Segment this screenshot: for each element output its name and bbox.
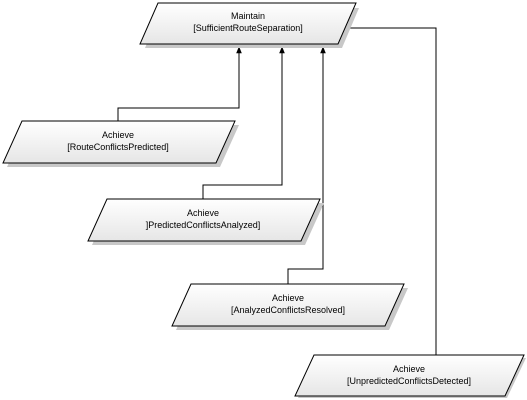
goal-unpredicted-conflicts-detected-name: [UnpredictedConflictsDetected] [347, 376, 471, 386]
goal-route-conflicts-predicted-shape [2, 120, 236, 164]
goal-analyzed-conflicts-resolved-shape [171, 283, 405, 327]
goal-route-conflicts-predicted-name: [RouteConflictsPredicted] [67, 142, 169, 152]
link-route-conflicts-predicted [117, 46, 242, 121]
goal-unpredicted-conflicts-detected[interactable]: Achieve [UnpredictedConflictsDetected] [294, 354, 526, 398]
goal-predicted-conflicts-analyzed-keyword: Achieve [187, 208, 219, 218]
goal-root-name: [SufficientRouteSeparation] [193, 23, 302, 33]
goal-analyzed-conflicts-resolved-keyword: Achieve [272, 293, 304, 303]
link-predicted-conflicts-analyzed [202, 46, 285, 199]
goal-predicted-conflicts-analyzed-shape [87, 198, 321, 242]
goal-analyzed-conflicts-resolved-name: [AnalyzedConflictsResolved] [231, 305, 345, 315]
goal-route-conflicts-predicted[interactable]: Achieve [RouteConflictsPredicted] [2, 120, 239, 167]
goal-unpredicted-conflicts-detected-shape [294, 354, 525, 397]
goal-unpredicted-conflicts-detected-keyword: Achieve [393, 364, 425, 374]
goal-root[interactable]: Maintain [SufficientRouteSeparation] [139, 2, 359, 48]
goal-analyzed-conflicts-resolved[interactable]: Achieve [AnalyzedConflictsResolved] [171, 283, 408, 330]
goal-root-shape [139, 2, 357, 45]
link-unpredicted-conflicts-detected [339, 25, 437, 355]
goal-route-conflicts-predicted-keyword: Achieve [102, 130, 134, 140]
connectors [117, 25, 437, 355]
goal-root-keyword: Maintain [231, 11, 265, 21]
link-analyzed-conflicts-resolved [287, 46, 326, 284]
goal-predicted-conflicts-analyzed-name: ]PredictedConflictsAnalyzed] [146, 220, 261, 230]
goal-predicted-conflicts-analyzed[interactable]: Achieve ]PredictedConflictsAnalyzed] [87, 198, 324, 245]
